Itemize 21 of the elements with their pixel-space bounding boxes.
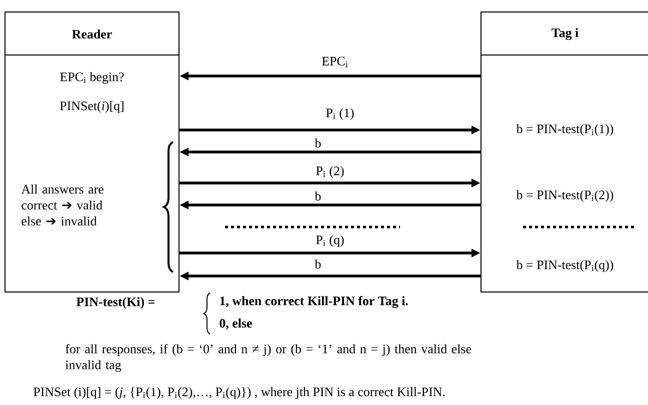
step-text: b = PIN-test(P$_{i}$(1)) [516, 124, 614, 136]
note-text: for all responses, if (b = ‘0’ and n ≠ j) or (b = ‘1’ and n = j) then valid else invalid tag [65, 344, 472, 372]
step-text: PINSet(i)[q] [60, 101, 124, 113]
edge-label: b [314, 138, 322, 148]
lifeline-box [480, 12, 648, 292]
header-text: Reader [72, 29, 112, 39]
step-text: All answers are correct ➔ valid else ➔ invalid [21, 184, 104, 226]
formula-text: 1, when correct Kill-PIN for Tag i. [220, 296, 408, 308]
edge-label: b [314, 190, 322, 202]
step-text: EPC$_{i}$ begin? [60, 72, 124, 84]
step-text: b = PIN-test(P$_{i}$(2)) [516, 190, 614, 202]
step-text: b = PIN-test(P$_{i}$(q)) [516, 260, 614, 272]
edge-label: b [314, 258, 322, 270]
note-text: PINSet (i)[q] = (j, {P$_{i}$(1), P$_{i}$(2),…, P$_{i}$(q)}) , where jth PIN is a correct Kill-PIN. [34, 387, 445, 399]
lifeline-box [4, 12, 180, 292]
edge-label: EPC$_{i}$ [321, 56, 349, 68]
edge-label: P$_{i}$ (1) [325, 108, 355, 120]
edge-label: P$_{i}$ (2) [315, 166, 345, 178]
formula-text: 0, else [220, 318, 252, 330]
header-text: Tag i [552, 28, 578, 40]
edge-label: P$_{i}$ (q) [315, 234, 345, 248]
